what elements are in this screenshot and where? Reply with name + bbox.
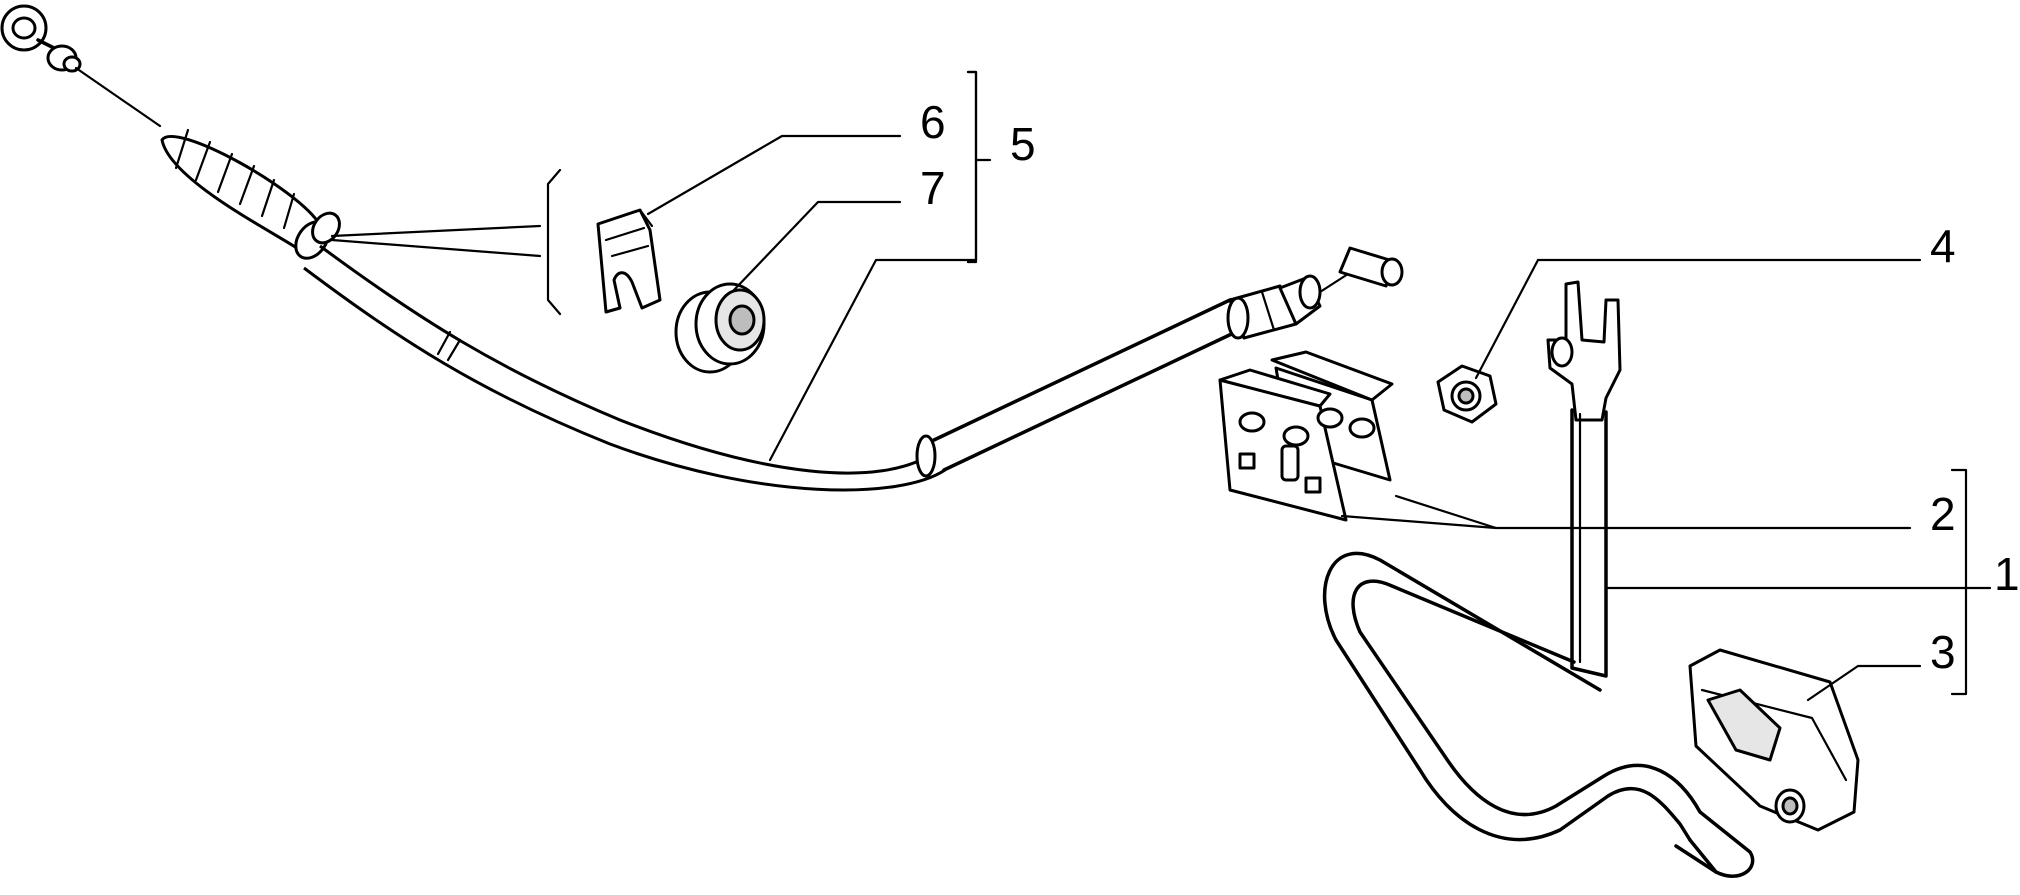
cable-sheath-lower-edge bbox=[303, 266, 946, 492]
leader-lines bbox=[646, 70, 1992, 702]
leader-2b bbox=[1394, 494, 1498, 530]
leader-6 bbox=[646, 134, 902, 216]
callout-5: 5 bbox=[1010, 118, 1036, 170]
callout-7: 7 bbox=[920, 162, 946, 214]
grommet bbox=[674, 282, 766, 374]
pedal-pad-plates bbox=[1218, 350, 1394, 522]
cable-ferrule-end bbox=[1226, 274, 1322, 340]
cable-eye-terminal bbox=[0, 4, 82, 73]
leader-4 bbox=[1474, 258, 1922, 380]
hex-nut bbox=[1436, 364, 1498, 424]
clip-bracket bbox=[330, 168, 562, 316]
bracket-5 bbox=[966, 70, 992, 264]
leader-5 bbox=[768, 258, 978, 462]
callout-3: 3 bbox=[1930, 626, 1956, 678]
callout-2: 2 bbox=[1930, 488, 1956, 540]
callout-labels: 6 7 5 4 2 1 3 bbox=[920, 96, 2020, 678]
cable-sheath-upper-edge bbox=[319, 244, 936, 475]
callout-1: 1 bbox=[1994, 548, 2020, 600]
callout-6: 6 bbox=[920, 96, 946, 148]
cable-inner-wire-end bbox=[1318, 272, 1350, 294]
leader-2a bbox=[1340, 514, 1912, 530]
cable-sheath-joint bbox=[915, 434, 937, 478]
retaining-clip bbox=[596, 208, 662, 314]
cable-assembly bbox=[0, 4, 1404, 492]
leader-3 bbox=[1806, 664, 1922, 702]
callout-4: 4 bbox=[1930, 220, 1956, 272]
leader-7 bbox=[732, 200, 902, 292]
cable-inner-wire-top bbox=[74, 66, 162, 128]
bracket-1 bbox=[1950, 468, 1968, 696]
pedal-lever bbox=[1322, 280, 1755, 878]
cable-ribbed-boot bbox=[160, 128, 341, 260]
pedal-pad bbox=[1688, 648, 1860, 832]
cable-end-cap bbox=[1338, 246, 1404, 288]
